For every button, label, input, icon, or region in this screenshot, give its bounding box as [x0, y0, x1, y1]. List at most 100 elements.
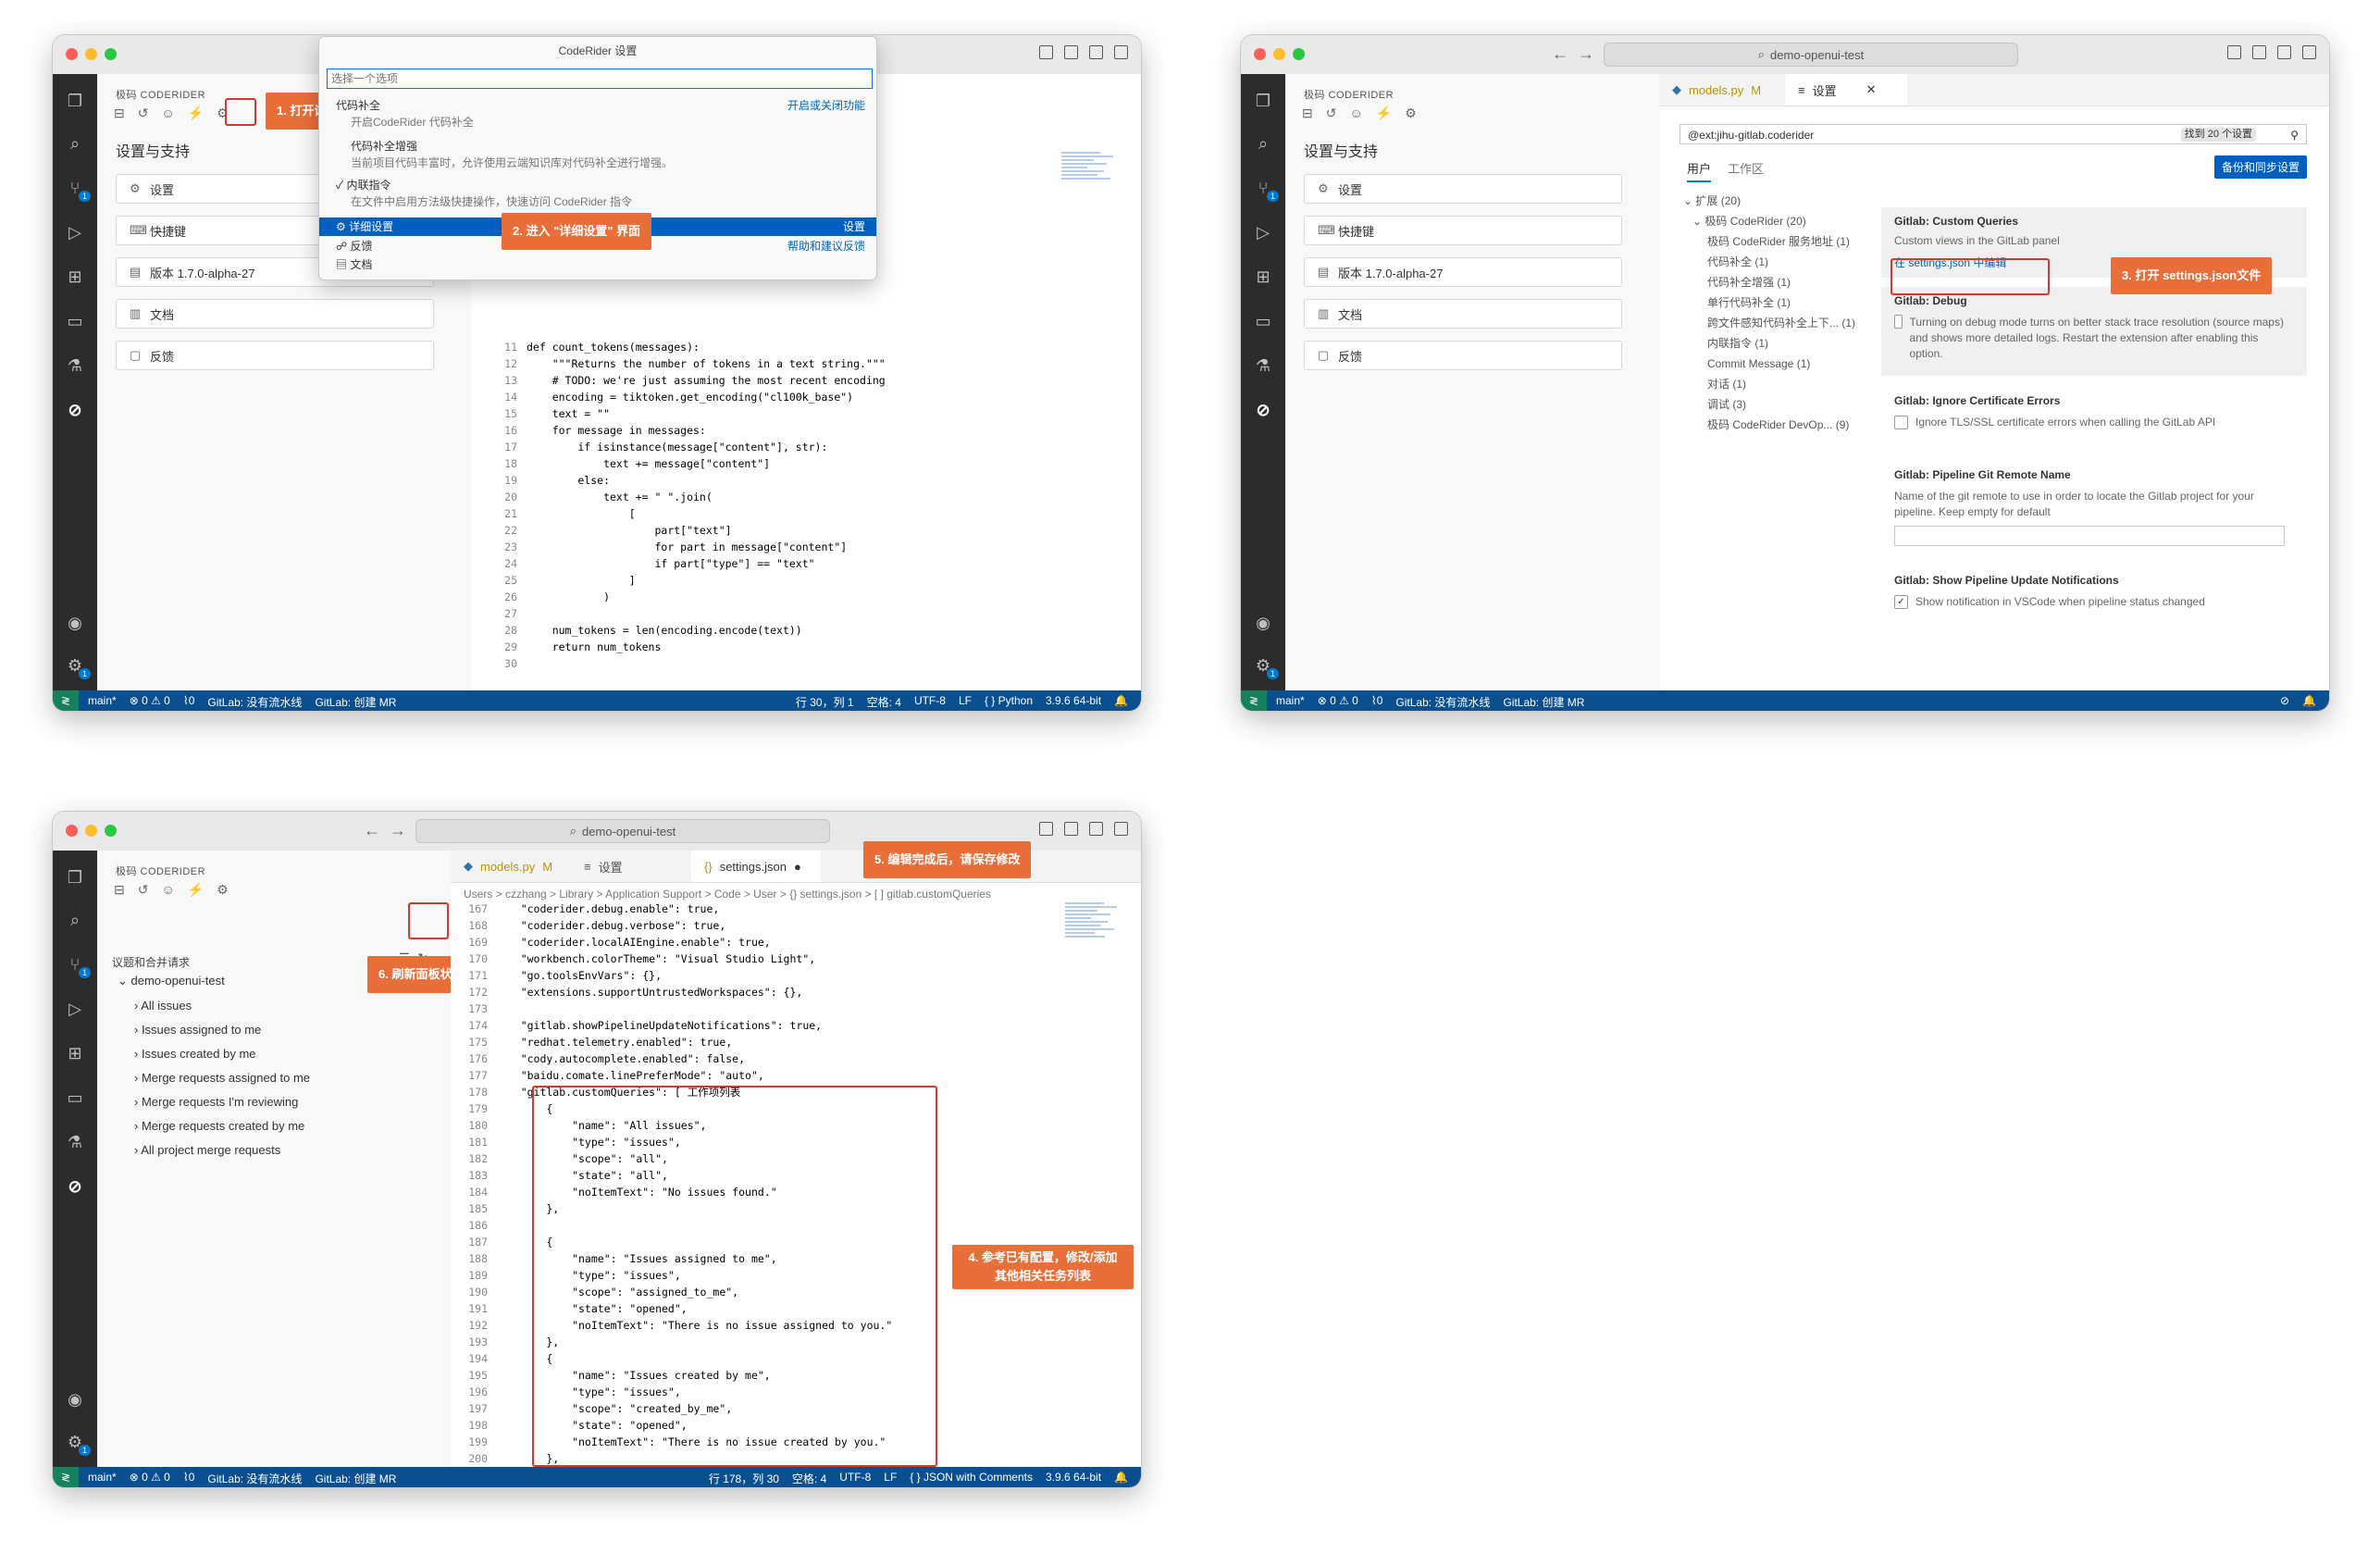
project-node[interactable]: ⌄ demo-openui-test — [118, 974, 225, 988]
account-icon[interactable]: ◉ — [68, 614, 82, 632]
coderider-icon[interactable]: ⊘ — [68, 1177, 82, 1196]
extensions-icon[interactable]: ⊞ — [1256, 267, 1271, 286]
manage-gear-icon[interactable]: ⚙1 — [65, 1432, 91, 1456]
docs-button[interactable]: ▥文档 — [1304, 299, 1622, 329]
settings-search[interactable]: @ext:jihu-gitlab.coderider 找到 20 个设置 ⚲ — [1680, 124, 2307, 144]
bell-icon[interactable]: 🔔 — [1114, 1471, 1128, 1484]
toc-item[interactable]: ⌄ 扩展 (20) — [1683, 194, 1742, 207]
extensions-icon[interactable]: ⊞ — [68, 267, 82, 286]
layout-controls[interactable] — [1039, 45, 1128, 59]
ignore-cert-checkbox[interactable] — [1894, 416, 1908, 430]
run-debug-icon[interactable]: ▷ — [68, 223, 81, 242]
extensions-icon[interactable]: ⊞ — [68, 1044, 82, 1062]
query-item[interactable]: › All issues — [134, 999, 192, 1013]
source-control-icon[interactable]: ⑂1 — [65, 178, 91, 202]
flash-icon[interactable]: ⚡ — [187, 882, 205, 897]
remote-icon[interactable]: ≷ — [53, 690, 79, 711]
qp-item-completion[interactable]: 代码补全开启或关闭功能 — [336, 99, 865, 112]
toc-item[interactable]: 代码补全增强 (1) — [1707, 276, 1791, 289]
qp-item-inline[interactable]: ✓ 内联指令 — [336, 179, 391, 192]
settings-gear-icon[interactable]: ⚙ — [1405, 106, 1417, 120]
history-icon[interactable]: ↺ — [137, 106, 149, 120]
command-center[interactable]: ⌕demo-openui-test — [415, 819, 830, 843]
sync-button[interactable]: 备份和同步设置 — [2214, 155, 2308, 179]
bell-icon[interactable]: 🔔 — [2302, 694, 2316, 707]
account-icon[interactable]: ◉ — [1256, 614, 1271, 632]
toc-item[interactable]: 内联指令 (1) — [1707, 337, 1769, 350]
toc-item[interactable]: 代码补全 (1) — [1707, 255, 1769, 268]
testing-icon[interactable]: ⚗ — [1255, 356, 1271, 375]
qp-item-docs[interactable]: ▤ 文档 — [336, 258, 373, 271]
toc-item[interactable]: 极码 CodeRider 服务地址 (1) — [1707, 235, 1851, 248]
history-icon[interactable]: ↺ — [1325, 106, 1337, 120]
docs-button[interactable]: ▥文档 — [116, 299, 434, 329]
toc-item[interactable]: 单行代码补全 (1) — [1707, 296, 1791, 309]
search-icon[interactable]: ⌕ — [69, 911, 81, 929]
query-item[interactable]: › Merge requests created by me — [134, 1119, 305, 1133]
keybindings-button[interactable]: ⌨快捷键 — [1304, 216, 1622, 245]
remote-icon[interactable]: ▭ — [67, 312, 83, 330]
query-item[interactable]: › Issues assigned to me — [134, 1023, 262, 1037]
explorer-icon[interactable]: ❐ — [1255, 92, 1271, 110]
run-debug-icon[interactable]: ▷ — [68, 1000, 81, 1018]
bell-icon[interactable]: 🔔 — [1114, 694, 1128, 707]
search-icon[interactable]: ⌕ — [1258, 134, 1269, 153]
scope-user[interactable]: 用户 — [1687, 159, 1712, 182]
run-debug-icon[interactable]: ▷ — [1257, 223, 1270, 242]
remote-icon[interactable]: ≷ — [1241, 690, 1267, 711]
command-center[interactable]: ⌕demo-openui-test — [1604, 43, 2018, 67]
bot-icon[interactable]: ☺ — [1349, 106, 1363, 120]
feedback-button[interactable]: ▢反馈 — [1304, 341, 1622, 370]
chat-icon[interactable]: ⊟ — [114, 882, 125, 897]
tab-settings[interactable]: ≡设置 — [584, 859, 623, 875]
remote-icon[interactable]: ▭ — [67, 1088, 83, 1107]
nav-arrows[interactable]: ←→ — [1552, 44, 1604, 63]
remote-name-input[interactable] — [1894, 526, 2285, 546]
version-button[interactable]: ▤版本 1.7.0-alpha-27 — [1304, 257, 1622, 287]
testing-icon[interactable]: ⚗ — [67, 356, 83, 375]
window-controls[interactable] — [66, 48, 117, 60]
explorer-icon[interactable]: ❐ — [67, 868, 83, 887]
coderider-icon[interactable]: ⊘ — [68, 401, 82, 419]
debug-checkbox[interactable] — [1894, 315, 1903, 329]
source-control-icon[interactable]: ⑂1 — [65, 954, 91, 978]
toc-item[interactable]: Commit Message (1) — [1707, 357, 1811, 370]
scope-workspace[interactable]: 工作区 — [1728, 162, 1765, 176]
notification-checkbox[interactable]: ✓ — [1894, 595, 1908, 610]
layout-controls[interactable] — [1039, 822, 1128, 836]
chat-icon[interactable]: ⊟ — [114, 106, 125, 120]
unsaved-dot-icon[interactable]: ● — [793, 859, 801, 874]
feedback-button[interactable]: ▢反馈 — [116, 341, 434, 370]
history-icon[interactable]: ↺ — [137, 882, 149, 897]
layout-controls[interactable] — [2227, 45, 2316, 59]
settings-gear-icon[interactable]: ⚙ — [217, 882, 229, 897]
nav-arrows[interactable]: ←→ — [364, 821, 415, 839]
breadcrumb[interactable]: Users > czzhang > Library > Application … — [464, 888, 991, 901]
filter-icon[interactable]: ⚲ — [2290, 129, 2299, 142]
remote-icon[interactable]: ≷ — [53, 1467, 79, 1487]
coderider-status-icon[interactable]: ⊘ — [2279, 694, 2290, 707]
flash-icon[interactable]: ⚡ — [1375, 106, 1393, 120]
quick-pick-input[interactable] — [327, 68, 873, 89]
coderider-icon[interactable]: ⊘ — [1256, 401, 1271, 419]
query-item[interactable]: › Merge requests I'm reviewing — [134, 1095, 299, 1109]
minimap[interactable] — [1065, 902, 1130, 939]
qp-item-enhance[interactable]: 代码补全增强 — [351, 140, 418, 153]
close-icon[interactable]: ✕ — [1866, 82, 1877, 96]
query-item[interactable]: › All project merge requests — [134, 1143, 281, 1157]
manage-gear-icon[interactable]: ⚙1 — [65, 655, 91, 679]
toc-item[interactable]: 调试 (3) — [1707, 398, 1747, 411]
toc-item[interactable]: ⌄ 极码 CodeRider (20) — [1692, 215, 1806, 228]
explorer-icon[interactable]: ❐ — [67, 92, 83, 110]
search-icon[interactable]: ⌕ — [69, 134, 81, 153]
query-item[interactable]: › Issues created by me — [134, 1047, 256, 1061]
tab-settings[interactable]: ≡设置✕ — [1785, 74, 1907, 106]
toc-item[interactable]: 极码 CodeRider DevOp... (9) — [1707, 418, 1850, 431]
source-control-icon[interactable]: ⑂1 — [1253, 178, 1279, 202]
minimap[interactable] — [1061, 152, 1126, 181]
toc-item[interactable]: 对话 (1) — [1707, 378, 1747, 391]
bot-icon[interactable]: ☺ — [161, 882, 175, 897]
